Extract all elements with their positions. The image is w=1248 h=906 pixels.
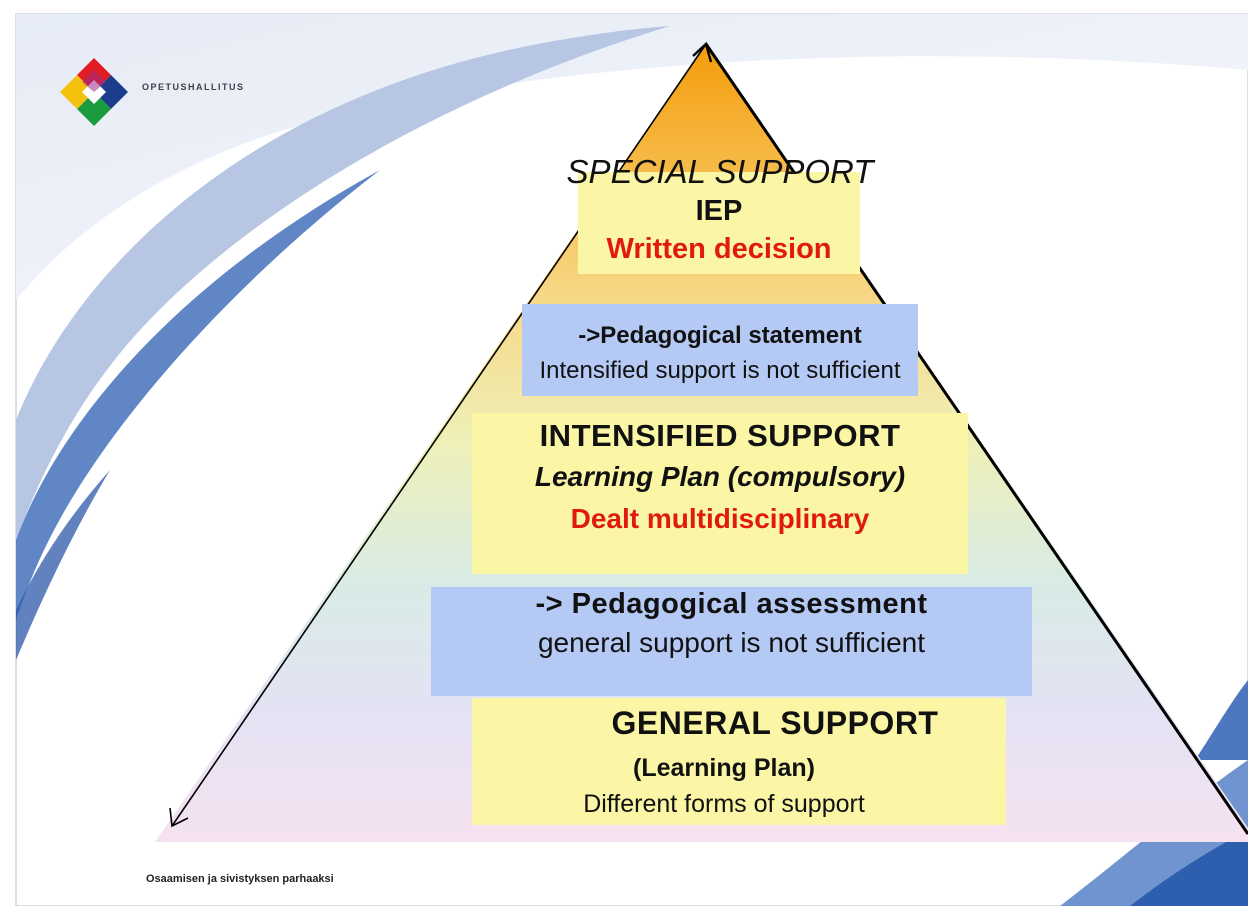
general-support-title: GENERAL SUPPORT <box>611 705 939 741</box>
intensified-multidisciplinary: Dealt multidisciplinary <box>570 503 870 534</box>
arrowhead-top <box>692 41 713 63</box>
pedagogical-statement-box <box>522 304 918 396</box>
pedagogical-statement-subtitle: Intensified support is not sufficient <box>539 357 901 384</box>
general-support-box <box>472 698 1006 825</box>
special-support-box <box>578 172 860 274</box>
general-support-learning-plan: (Learning Plan) <box>633 754 815 782</box>
pedagogical-assessment-subtitle: general support is not sufficient <box>537 627 926 658</box>
special-support-iep: IEP <box>695 195 743 227</box>
intensified-support-box <box>472 413 968 574</box>
diamond-logo-icon <box>60 58 128 126</box>
swoosh-light <box>16 14 1248 300</box>
intensified-support-title: INTENSIFIED SUPPORT <box>539 418 901 453</box>
arrowhead-bottom <box>169 807 189 828</box>
intensified-learning-plan: Learning Plan (compulsory) <box>534 461 906 492</box>
pedagogical-statement-title: ->Pedagogical statement <box>578 322 862 349</box>
swoosh-mid <box>16 26 670 540</box>
special-support-title: SPECIAL SUPPORT <box>566 153 874 190</box>
swoosh-br-dark <box>1130 830 1248 906</box>
general-support-forms: Different forms of support <box>583 790 865 818</box>
footer-tagline: Osaamisen ja sivistyksen parhaaksi <box>146 873 334 885</box>
organization-name: OPETUSHALLITUS <box>142 82 245 92</box>
logo <box>58 58 130 131</box>
swoosh-br-upper <box>1195 680 1248 760</box>
pedagogical-assessment-title: -> Pedagogical assessment <box>535 588 928 620</box>
pedagogical-assessment-box <box>431 587 1032 696</box>
special-support-decision: Written decision <box>606 233 832 265</box>
